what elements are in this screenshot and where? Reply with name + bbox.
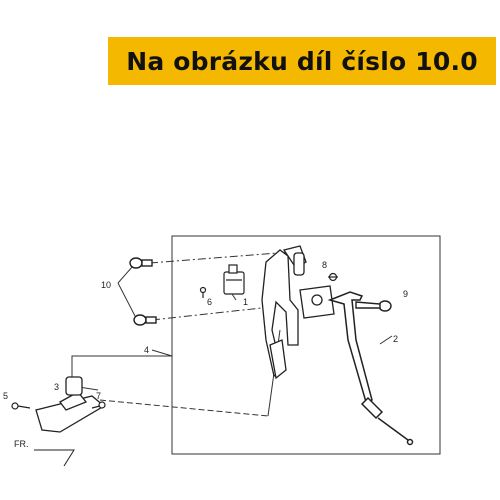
stand-bracket	[261, 245, 335, 380]
callout-10: 10	[101, 280, 111, 290]
link-line-3	[71, 355, 172, 391]
callout-4: 4	[144, 345, 149, 355]
screw-5	[11, 402, 31, 410]
leader-10-bottom	[117, 282, 136, 317]
screw-6	[199, 286, 207, 298]
leader-1	[231, 293, 237, 301]
leader-4	[151, 349, 173, 357]
banner-text: Na obrázku díl číslo 10.0	[126, 46, 478, 76]
bolt-10-top	[129, 257, 153, 269]
part-banner: Na obrázku díl číslo 10.0	[108, 37, 496, 85]
callout-5: 5	[3, 391, 8, 401]
front-marker-label: FR.	[14, 439, 29, 449]
bolt-10-bottom	[133, 314, 157, 326]
leader-2	[379, 335, 393, 345]
nut-9	[355, 300, 392, 312]
screw-7	[91, 401, 106, 409]
side-stand-switch	[223, 264, 245, 295]
callout-1: 1	[243, 297, 248, 307]
stand-pad	[35, 376, 106, 433]
dash-line-upper	[149, 251, 291, 264]
callout-2: 2	[393, 334, 398, 344]
callout-8: 8	[322, 260, 327, 270]
bolt-8	[328, 272, 338, 282]
assembly-frame	[171, 235, 441, 455]
callout-3: 3	[54, 382, 59, 392]
leader-10-top	[117, 265, 134, 284]
side-stand-leg	[327, 291, 414, 446]
callout-7: 7	[96, 391, 101, 401]
link-line-3b	[99, 399, 269, 417]
dash-line-lower	[151, 305, 281, 321]
callout-6: 6	[207, 297, 212, 307]
front-arrow-icon	[34, 449, 75, 467]
callout-9: 9	[403, 289, 408, 299]
